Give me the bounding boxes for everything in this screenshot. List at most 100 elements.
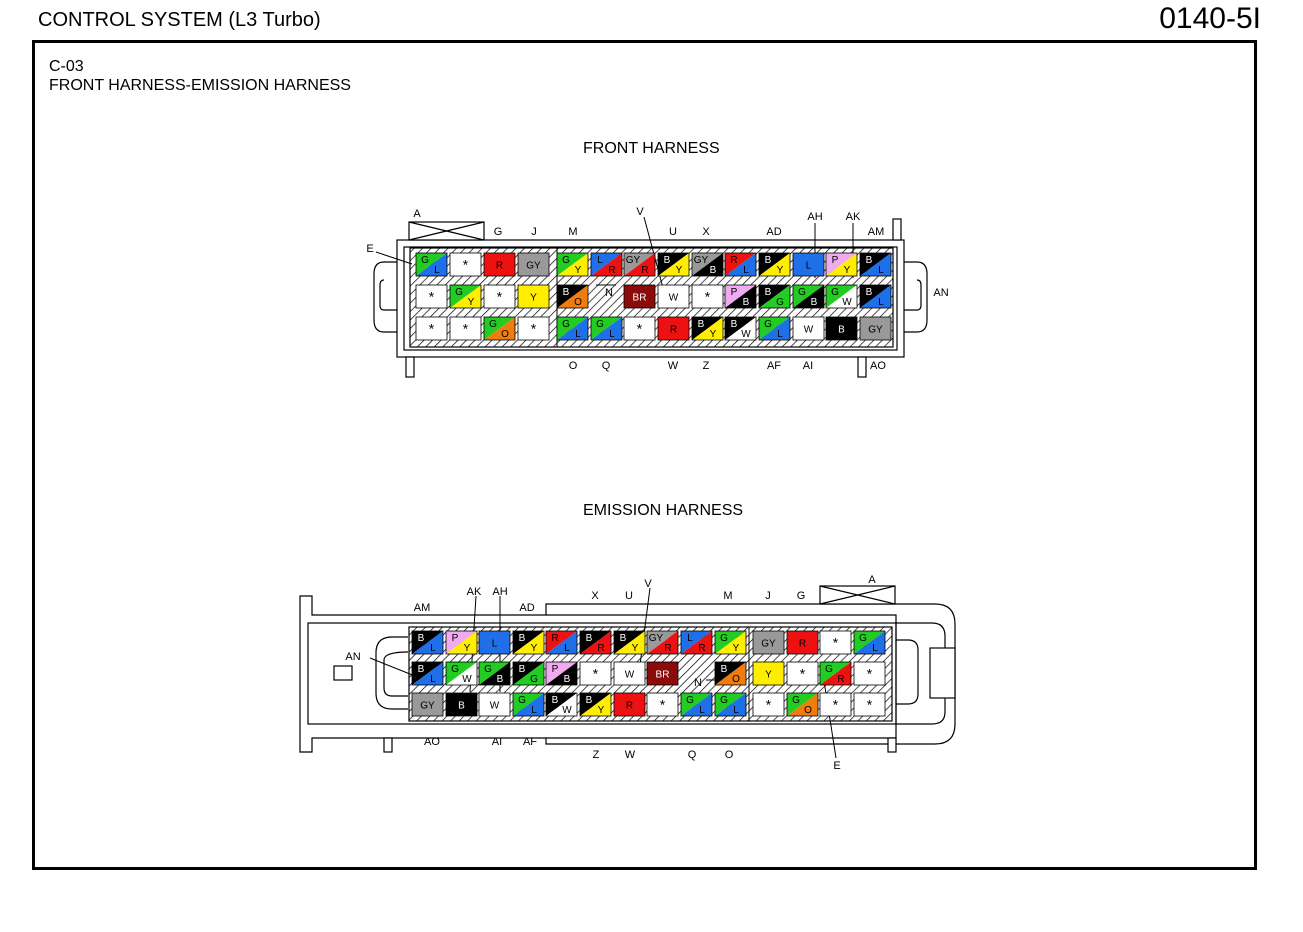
pin-wire (623, 284, 656, 309)
cavity-label-w: W (625, 749, 636, 761)
pin-stripe-label: R (597, 643, 604, 654)
page-code: 0140-5I (1159, 2, 1261, 35)
pin-wire-stripe (446, 631, 477, 654)
pin-empty-marker: * (463, 321, 469, 337)
pin-wire-stripe (580, 631, 611, 654)
pin-cavity-empty (623, 316, 656, 341)
cavity-label-j: J (531, 226, 537, 238)
pin-cavity-empty (449, 252, 482, 277)
pin-wire-stripe (450, 285, 481, 308)
pin-base-label: P (452, 633, 459, 644)
pin-base-label: B (866, 255, 873, 266)
pin-empty-marker: * (637, 321, 643, 337)
pin-outline (758, 252, 791, 277)
pin-base-label: G (686, 695, 694, 706)
pin-stripe-label: Y (777, 265, 784, 276)
pin-wire (478, 630, 511, 655)
connector-id: C-03 (49, 58, 84, 75)
pin-wire-label: BR (656, 670, 670, 681)
pin-base-label: G (720, 633, 728, 644)
pin-outline (758, 284, 791, 309)
pin-wire-stripe (546, 662, 577, 685)
cavity-label-am: AM (868, 226, 885, 238)
pin-base-label: P (731, 287, 738, 298)
pin-wire (517, 284, 550, 309)
pin-stripe-label: L (434, 265, 440, 276)
pin-wire-label: BR (633, 293, 647, 304)
pin-outline (556, 284, 589, 309)
pin-empty-marker: * (766, 697, 772, 713)
pin-base-label: GY (626, 255, 641, 266)
pin-wire-stripe (513, 693, 544, 716)
pin-base-label: B (519, 633, 526, 644)
cavity-label-n: N (605, 287, 613, 299)
pin-base-label: B (620, 633, 627, 644)
cavity-label-ak: AK (467, 586, 482, 598)
pin-stripe-label: L (743, 265, 749, 276)
pin-wire (445, 692, 478, 717)
pin-stripe-label: L (699, 705, 705, 716)
pin-outline (657, 252, 690, 277)
pin-outline (819, 661, 852, 686)
pin-outline (545, 692, 578, 717)
pin-stripe-label: B (710, 265, 717, 276)
pin-outline (792, 284, 825, 309)
pin-base-label: G (451, 664, 459, 675)
pin-outline (512, 692, 545, 717)
pin-empty-marker: * (833, 635, 839, 651)
cavity-label-ao: AO (870, 360, 886, 372)
pin-stripe-label: B (497, 674, 504, 685)
pin-stripe-label: W (562, 705, 572, 716)
cavity-label-a: A (868, 574, 876, 586)
pin-wire-label: W (804, 325, 814, 336)
pin-wire-stripe (513, 662, 544, 685)
pin-wire-label: R (496, 261, 503, 272)
pin-wire-stripe (854, 631, 885, 654)
pin-stripe-label: G (530, 674, 538, 685)
pin-wire-label: Y (765, 670, 772, 681)
pin-base-label: B (586, 633, 593, 644)
pin-base-label: B (721, 664, 728, 675)
pin-wire-stripe (725, 317, 756, 340)
pin-base-label: G (831, 287, 839, 298)
pin-wire-stripe (557, 317, 588, 340)
pin-stripe-label: L (531, 705, 537, 716)
pin-outline (714, 692, 747, 717)
pin-wire-stripe (557, 285, 588, 308)
pin-wire-label: GY (420, 701, 435, 712)
pin-stripe-label: B (811, 297, 818, 308)
pin-cavity-empty (517, 316, 550, 341)
pin-wire-stripe (416, 253, 447, 276)
diagram-frame (32, 40, 1257, 870)
pin-base-label: B (563, 287, 570, 298)
pin-outline (825, 252, 858, 277)
pin-cavity-empty (415, 284, 448, 309)
pin-base-label: G (421, 255, 429, 266)
pin-stripe-label: L (777, 329, 783, 340)
cavity-label-u: U (669, 226, 677, 238)
pin-empty-marker: * (429, 321, 435, 337)
pin-wire-stripe (860, 285, 891, 308)
pin-base-label: G (798, 287, 806, 298)
front-e-leader (375, 251, 413, 265)
pin-stripe-label: L (878, 297, 884, 308)
pin-outline (623, 252, 656, 277)
pin-base-label: B (418, 633, 425, 644)
pin-wire-label: R (670, 325, 677, 336)
pin-wire (483, 252, 516, 277)
pin-wire-stripe (715, 693, 746, 716)
cavity-label-q: Q (602, 360, 611, 372)
pin-wire (646, 661, 679, 686)
cavity-label-af: AF (523, 736, 537, 748)
pin-outline (579, 692, 612, 717)
cavity-label-o: O (569, 360, 578, 372)
pin-base-label: G (455, 287, 463, 298)
pin-outline (825, 284, 858, 309)
pin-outline (411, 661, 444, 686)
pin-wire-stripe (725, 285, 756, 308)
pin-wire-stripe (479, 662, 510, 685)
pin-cavity-empty (786, 661, 819, 686)
pin-outline (590, 316, 623, 341)
cavity-label-m: M (568, 226, 577, 238)
